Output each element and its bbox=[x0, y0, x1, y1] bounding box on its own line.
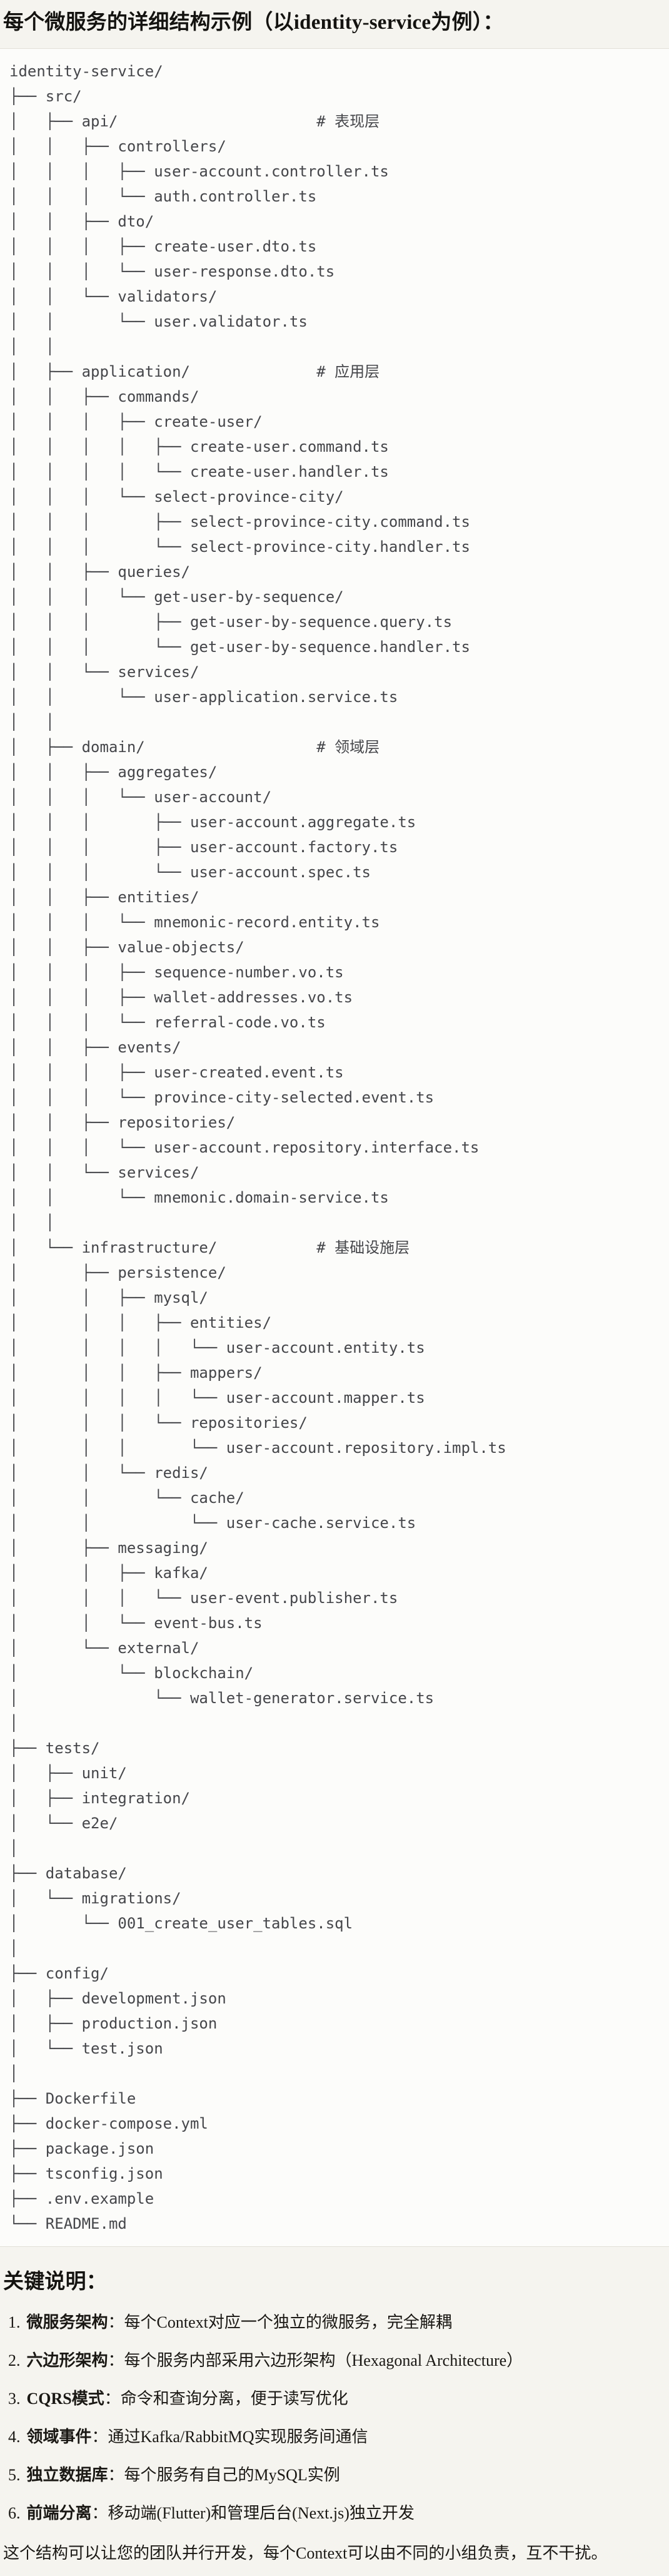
notes-section: 关键说明： 1. 微服务架构：每个Context对应一个独立的微服务，完全解耦 … bbox=[0, 2268, 669, 2565]
page-title: 每个微服务的详细结构示例（以identity-service为例）： bbox=[3, 11, 504, 34]
note-colon: ： bbox=[91, 2428, 108, 2446]
note-term: 独立数据库 bbox=[26, 2466, 108, 2484]
note-description: 命令和查询分离，便于读写优化 bbox=[120, 2390, 348, 2408]
note-colon: ： bbox=[104, 2390, 121, 2408]
note-number: 2. bbox=[8, 2351, 21, 2370]
note-item: 6. 前端分离：移动端(Flutter)和管理后台(Next.js)独立开发 bbox=[3, 2502, 664, 2525]
note-colon: ： bbox=[108, 2351, 124, 2370]
note-body: 微服务架构：每个Context对应一个独立的微服务，完全解耦 bbox=[27, 2311, 452, 2334]
file-tree: identity-service/ ├── src/ │ ├── api/ # … bbox=[9, 63, 506, 2232]
note-term: 六边形架构 bbox=[26, 2351, 108, 2370]
note-colon: ： bbox=[91, 2504, 108, 2522]
note-item: 3. CQRS模式：命令和查询分离，便于读写优化 bbox=[3, 2387, 664, 2411]
note-body: CQRS模式：命令和查询分离，便于读写优化 bbox=[27, 2387, 348, 2411]
note-term: 前端分离 bbox=[26, 2504, 92, 2522]
note-number: 5. bbox=[8, 2466, 21, 2484]
note-term: 微服务架构 bbox=[26, 2313, 108, 2331]
notes-heading: 关键说明： bbox=[3, 2271, 107, 2293]
note-item: 5. 独立数据库：每个服务有自己的MySQL实例 bbox=[3, 2463, 664, 2487]
closing-paragraph: 这个结构可以让您的团队并行开发，每个Context可以由不同的小组负责，互不干扰… bbox=[3, 2544, 608, 2562]
note-body: 前端分离：移动端(Flutter)和管理后台(Next.js)独立开发 bbox=[27, 2502, 415, 2525]
note-item: 2. 六边形架构：每个服务内部采用六边形架构（Hexagonal Archite… bbox=[3, 2349, 664, 2373]
note-item: 1. 微服务架构：每个Context对应一个独立的微服务，完全解耦 bbox=[3, 2311, 664, 2334]
note-description: 每个服务有自己的MySQL实例 bbox=[124, 2466, 340, 2484]
note-description: 每个Context对应一个独立的微服务，完全解耦 bbox=[124, 2313, 452, 2331]
note-description: 移动端(Flutter)和管理后台(Next.js)独立开发 bbox=[108, 2504, 415, 2522]
note-number: 1. bbox=[8, 2313, 21, 2331]
note-item: 4. 领域事件：通过Kafka/RabbitMQ实现服务间通信 bbox=[3, 2425, 664, 2449]
note-number: 3. bbox=[8, 2390, 21, 2408]
note-body: 独立数据库：每个服务有自己的MySQL实例 bbox=[27, 2463, 340, 2487]
note-number: 4. bbox=[8, 2428, 21, 2446]
note-term: 领域事件 bbox=[26, 2428, 92, 2446]
note-number: 6. bbox=[8, 2504, 21, 2522]
note-term: CQRS模式 bbox=[26, 2390, 104, 2408]
note-colon: ： bbox=[108, 2466, 124, 2484]
note-body: 领域事件：通过Kafka/RabbitMQ实现服务间通信 bbox=[27, 2425, 368, 2449]
note-description: 通过Kafka/RabbitMQ实现服务间通信 bbox=[108, 2428, 368, 2446]
file-tree-block: identity-service/ ├── src/ │ ├── api/ # … bbox=[0, 48, 669, 2247]
note-colon: ： bbox=[108, 2313, 124, 2331]
note-description: 每个服务内部采用六边形架构（Hexagonal Architecture） bbox=[124, 2351, 523, 2370]
note-body: 六边形架构：每个服务内部采用六边形架构（Hexagonal Architectu… bbox=[27, 2349, 523, 2373]
notes-list: 1. 微服务架构：每个Context对应一个独立的微服务，完全解耦 2. 六边形… bbox=[3, 2311, 664, 2525]
